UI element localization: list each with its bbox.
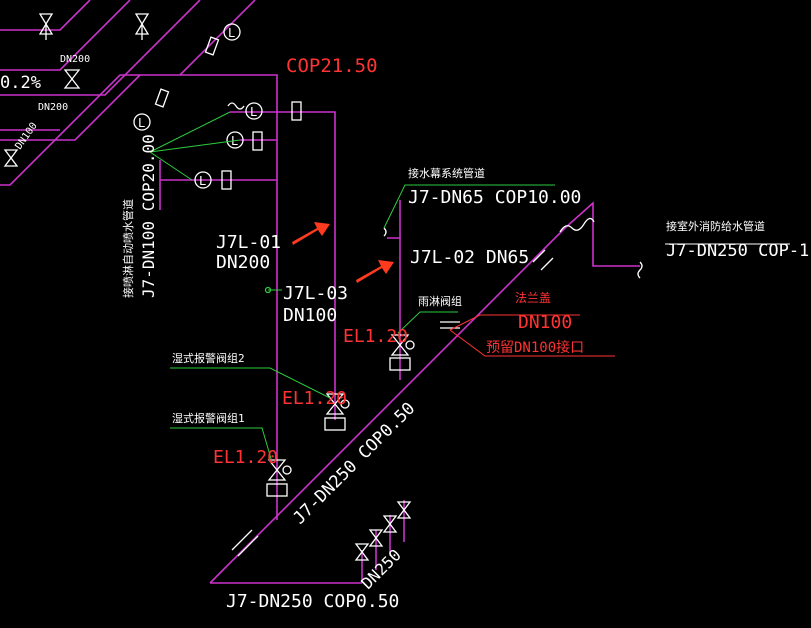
flow-indicator-icon: L [204,23,241,56]
label-flange-dn: DN100 [518,312,572,333]
label-dn200-left: DN200 [38,102,68,113]
pipe-end-icon [383,227,387,237]
valve-icon [382,515,398,533]
label-el120-c: EL1.20 [213,447,278,468]
red-arrow-icon [356,260,394,283]
flange-cap-icon [440,321,460,329]
leader-sprinkler [149,111,241,181]
label-deluge-valve: 雨淋阀组 [418,294,462,308]
label-bottom-dn250: J7-DN250 COP0.50 [226,591,399,612]
flow-indicator-icon: L [133,88,170,131]
valve-icon [38,13,54,40]
deluge-valve-icon [389,334,415,371]
label-dn200-top: DN200 [60,54,90,65]
valve-icon [3,149,19,167]
pipe-outdoor-supply [564,201,640,267]
label-j7l02: J7L-02 DN65 [410,247,529,268]
label-j7l01: J7L-01 [216,232,281,253]
pipe-end-icon [637,261,643,279]
flexible-joint-icon [559,217,595,233]
label-flange-cap: 法兰盖 [515,291,551,305]
leader-reserved [449,329,615,357]
valve-icon [134,13,150,40]
label-outdoor-desc: 接室外消防给水管道 [666,219,765,233]
label-diag-dn250: J7-DN250 COP0.50 [289,399,419,529]
svg-text:L: L [138,116,145,130]
pipe-diag-top-3 [0,0,256,186]
svg-text:L: L [250,105,257,119]
pipe-diag-left-4 [0,74,141,141]
symbols: L L L L L [3,13,643,561]
label-wet-alarm-2: 湿式报警阀组2 [172,351,245,365]
flow-indicator-icon: L [194,170,232,190]
label-el120-b: EL1.20 [282,388,347,409]
label-dn250-small: DN250 [357,545,404,592]
label-wet-alarm-1: 湿式报警阀组1 [172,411,245,425]
label-slope: 0.2% [0,73,41,93]
svg-text:L: L [228,26,235,40]
valve-icon [63,69,81,89]
pipe-diag-top-2 [0,0,201,96]
break-mark-icon [532,249,554,271]
labels: COP21.50 0.2% DN200 DN200 DN100 接喷淋自动喷水管… [0,54,811,612]
label-sprinkler-desc: 接喷淋自动喷水管道 [121,199,135,298]
alarm-valve-icon [266,459,292,497]
label-j7l01-dn: DN200 [216,252,270,273]
label-dn100-left: DN100 [13,121,39,152]
leader-wet2 [170,367,331,399]
label-water-curtain-desc: 接水幕系统管道 [408,166,485,180]
alarm-valve-icon [324,393,350,431]
pipe-water-curtain [387,200,401,239]
leader-flange [449,314,580,331]
label-water-curtain-code: J7-DN65 COP10.00 [408,187,581,208]
valve-icon [396,501,412,519]
pipe-network [0,0,640,584]
leader-water-curtain [383,184,555,229]
leaders [149,111,790,463]
valve-icon [354,543,370,561]
pipe-branch-1 [230,111,336,420]
label-el120-a: EL1.20 [343,326,408,347]
break-mark-icon [231,529,259,557]
pipe-diag-top-1 [0,0,91,31]
pipe-top-horizontal [0,0,131,71]
red-arrow-icon [292,222,330,245]
leader-deluge [397,311,458,334]
label-j7l03: J7L-03 [283,283,348,304]
pipe-diag-dn250 [209,227,566,584]
leader-wet1 [170,427,273,463]
flow-indicator-icon: L [227,101,302,121]
label-cop-2150: COP21.50 [286,55,378,77]
label-outdoor-code: J7-DN250 COP-1.2 [666,241,811,261]
label-sprinkler-code: J7-DN100 COP20.00 [139,134,158,298]
label-j7l03-dn: DN100 [283,305,337,326]
label-reserved-interface: 预留DN100接口 [486,339,584,356]
valve-icon [368,529,384,547]
svg-text:L: L [199,174,206,188]
